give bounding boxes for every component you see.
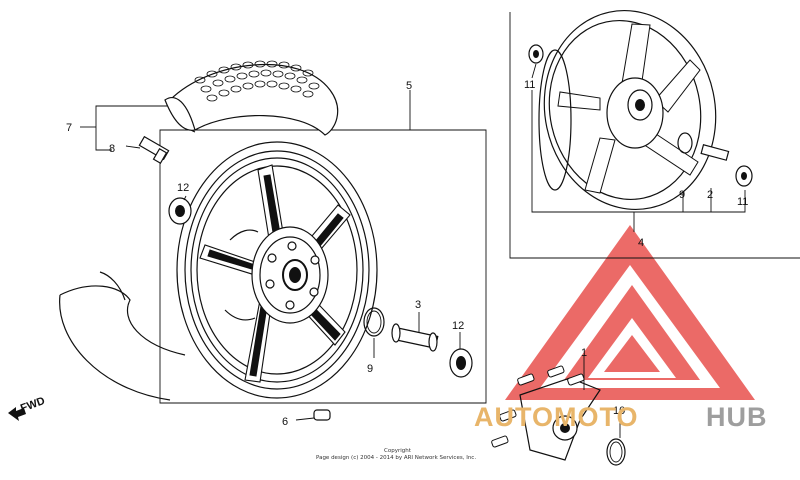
callout-3: 3 <box>415 299 421 311</box>
fwd-arrow-icon <box>8 407 26 421</box>
inset-o-ring-9 <box>677 132 693 154</box>
callout-11-top: 11 <box>524 79 535 91</box>
collar-3 <box>391 323 439 352</box>
watermark-logo <box>505 225 755 400</box>
fwd-label: FWD <box>19 395 47 415</box>
callout-12-right: 12 <box>452 320 464 332</box>
callout-9-main: 9 <box>367 363 373 375</box>
o-ring-10 <box>606 415 626 466</box>
assembly-bracket-5 <box>159 90 487 404</box>
callout-8: 8 <box>109 143 115 155</box>
assembly-bracket-4 <box>531 90 746 232</box>
callout-1: 1 <box>581 347 587 359</box>
leader-7 <box>80 105 168 151</box>
callout-6: 6 <box>282 416 288 428</box>
watermark-text-hub: HUB <box>706 402 768 432</box>
callout-2: 2 <box>707 189 713 201</box>
callout-9-inset: 9 <box>679 189 685 201</box>
inset-collar-2 <box>700 144 730 161</box>
brake-disk <box>491 356 601 461</box>
inset-bearing-11-right <box>735 165 753 187</box>
copyright-notice: Page design (c) 2004 - 2014 by ARI Netwo… <box>316 455 476 461</box>
tire <box>59 60 339 401</box>
copyright-title: Copyright <box>384 448 412 454</box>
callout-5: 5 <box>406 80 412 92</box>
bearing-12-right <box>449 348 473 378</box>
main-wheel <box>176 141 378 399</box>
bearing-12-left <box>168 197 192 225</box>
rim-band-6 <box>295 409 331 421</box>
callout-10: 10 <box>613 405 625 417</box>
watermark-text-automoto: AUTOMOTO <box>474 402 639 432</box>
inset-bearing-11-top <box>528 44 544 64</box>
inset-wheel <box>538 10 717 210</box>
callout-4: 4 <box>638 237 644 249</box>
valve-stem <box>125 135 170 165</box>
inset-frame <box>509 12 800 259</box>
leader-lines <box>183 63 537 358</box>
callout-11-right: 11 <box>737 196 748 208</box>
o-ring-9 <box>363 307 385 337</box>
callout-12-left: 12 <box>177 182 189 194</box>
callout-7: 7 <box>66 122 72 134</box>
